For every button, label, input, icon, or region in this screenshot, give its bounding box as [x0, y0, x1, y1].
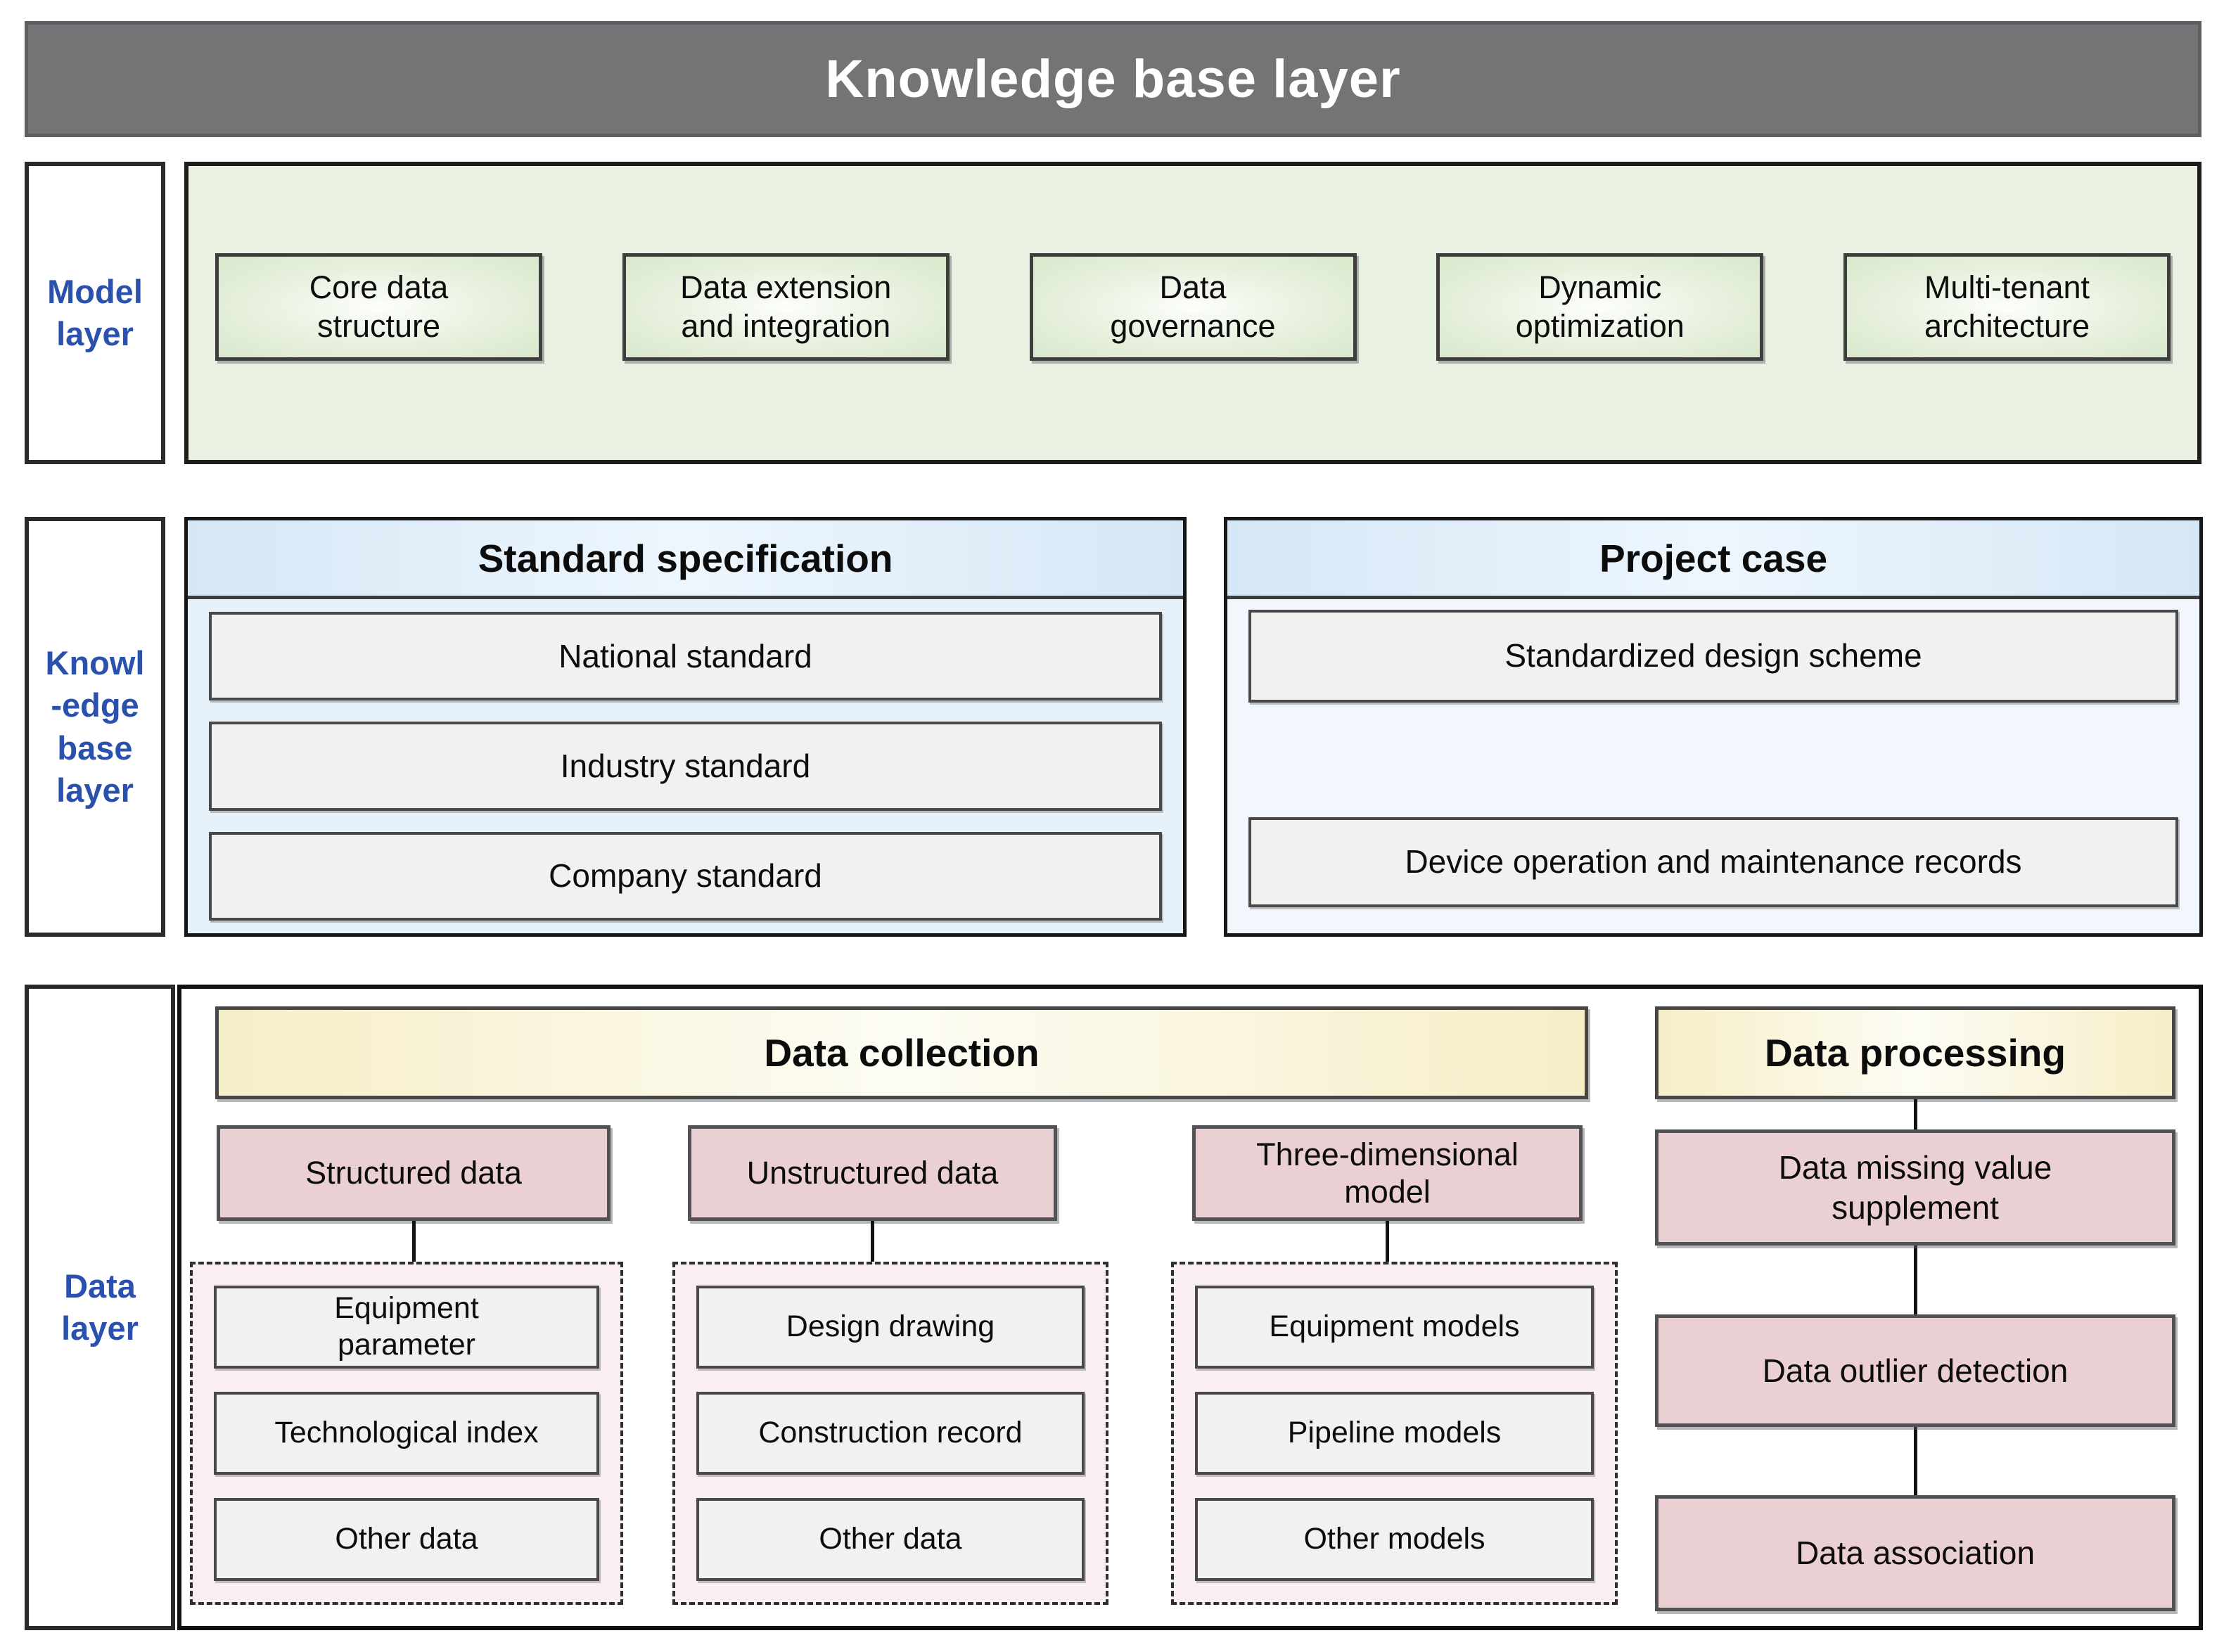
- diagram-title: Knowledge base layer: [825, 49, 1401, 109]
- model-box-label: Core data structure: [309, 269, 449, 344]
- category-label: Structured data: [305, 1155, 522, 1191]
- model-box-multi-tenant-architecture: Multi-tenant architecture: [1843, 253, 2171, 361]
- model-layer-panel: Core data structure Data extension and i…: [184, 162, 2201, 464]
- project-case-panel: Project case Standardized design scheme …: [1224, 517, 2203, 937]
- data-layer-label-line: Data: [64, 1267, 136, 1305]
- item-pipeline-models: Pipeline models: [1195, 1392, 1594, 1475]
- data-layer-label-box: Data layer: [25, 985, 175, 1630]
- step-label: Data association: [1795, 1535, 2036, 1572]
- knowledge-label-line: -edge: [51, 686, 139, 724]
- connector-data-processing-2: [1914, 1246, 1917, 1314]
- standard-specification-panel: Standard specification National standard…: [184, 517, 1187, 937]
- item-national-standard: National standard: [209, 612, 1162, 701]
- item-other-data: Other data: [696, 1498, 1085, 1581]
- model-box-data-extension-integration: Data extension and integration: [622, 253, 950, 361]
- item-label: Industry standard: [560, 747, 811, 784]
- model-box-core-data-structure: Core data structure: [215, 253, 542, 361]
- standard-specification-body: National standard Industry standard Comp…: [188, 599, 1183, 933]
- knowledge-label-line: Knowl: [45, 644, 145, 682]
- model-layer-label-box: Model layer: [25, 162, 165, 464]
- item-company-standard: Company standard: [209, 831, 1162, 921]
- item-construction-record: Construction record: [696, 1392, 1085, 1475]
- knowledge-base-layer-label-box: Knowl -edge base layer: [25, 517, 165, 937]
- connector-structured-data: [412, 1221, 416, 1262]
- item-equipment-parameter: Equipment parameter: [214, 1286, 599, 1369]
- item-technological-index: Technological index: [214, 1392, 599, 1475]
- data-processing-header: Data processing: [1655, 1006, 2175, 1099]
- item-label: Design drawing: [786, 1310, 995, 1344]
- category-structured-data: Structured data: [217, 1125, 611, 1221]
- panel-title: Project case: [1599, 536, 1828, 580]
- project-case-header: Project case: [1227, 520, 2199, 599]
- data-layer-panel: Data collection Data processing Structur…: [177, 985, 2203, 1630]
- model-box-label: Data extension and integration: [680, 269, 892, 344]
- category-label: Three-dimensional model: [1256, 1136, 1519, 1210]
- item-label: Equipment parameter: [334, 1291, 479, 1362]
- item-label: National standard: [558, 637, 812, 674]
- item-label: Technological index: [274, 1416, 539, 1450]
- standard-specification-header: Standard specification: [188, 520, 1183, 599]
- category-three-dimensional-model: Three-dimensional model: [1192, 1125, 1583, 1221]
- item-device-operation-maintenance-records: Device operation and maintenance records: [1248, 817, 2178, 907]
- item-label: Construction record: [758, 1416, 1023, 1450]
- step-label: Data outlier detection: [1762, 1352, 2069, 1389]
- structured-data-group: Equipment parameter Technological index …: [190, 1262, 623, 1605]
- step-data-association: Data association: [1655, 1495, 2175, 1611]
- data-layer-label-line: layer: [61, 1310, 139, 1347]
- knowledge-label-line: base: [57, 729, 133, 767]
- category-unstructured-data: Unstructured data: [688, 1125, 1057, 1221]
- section-title: Data collection: [764, 1031, 1040, 1075]
- model-box-label: Dynamic optimization: [1515, 269, 1685, 344]
- project-case-body: Standardized design scheme Device operat…: [1227, 599, 2199, 933]
- data-collection-header: Data collection: [215, 1006, 1588, 1099]
- step-data-outlier-detection: Data outlier detection: [1655, 1314, 2175, 1427]
- model-box-label: Data governance: [1110, 269, 1276, 344]
- item-label: Standardized design scheme: [1504, 637, 1922, 674]
- knowledge-base-layer-title-bar: Knowledge base layer: [25, 21, 2201, 137]
- item-other-data: Other data: [214, 1498, 599, 1581]
- step-label: Data missing value supplement: [1778, 1149, 2052, 1226]
- connector-data-processing-1: [1914, 1099, 1917, 1129]
- item-label: Device operation and maintenance records: [1405, 843, 2022, 881]
- panel-title: Standard specification: [478, 536, 893, 580]
- item-other-models: Other models: [1195, 1498, 1594, 1581]
- model-layer-label-line: layer: [56, 315, 134, 352]
- step-data-missing-value-supplement: Data missing value supplement: [1655, 1129, 2175, 1246]
- item-design-drawing: Design drawing: [696, 1286, 1085, 1369]
- model-box-label: Multi-tenant architecture: [1924, 269, 2090, 344]
- model-box-data-governance: Data governance: [1029, 253, 1357, 361]
- section-title: Data processing: [1765, 1031, 2066, 1075]
- item-label: Pipeline models: [1287, 1416, 1502, 1450]
- item-label: Other models: [1303, 1522, 1485, 1556]
- item-label: Other data: [335, 1522, 478, 1556]
- item-equipment-models: Equipment models: [1195, 1286, 1594, 1369]
- connector-three-dimensional-model: [1386, 1221, 1389, 1262]
- category-label: Unstructured data: [746, 1155, 999, 1191]
- item-label: Equipment models: [1269, 1310, 1520, 1344]
- item-label: Other data: [819, 1522, 962, 1556]
- connector-unstructured-data: [871, 1221, 874, 1262]
- item-standardized-design-scheme: Standardized design scheme: [1248, 610, 2178, 703]
- item-label: Company standard: [549, 857, 822, 895]
- unstructured-data-group: Design drawing Construction record Other…: [672, 1262, 1108, 1605]
- connector-data-processing-3: [1914, 1427, 1917, 1495]
- knowledge-label-line: layer: [56, 771, 134, 809]
- three-dimensional-model-group: Equipment models Pipeline models Other m…: [1171, 1262, 1618, 1605]
- item-industry-standard: Industry standard: [209, 722, 1162, 811]
- model-layer-label-line: Model: [47, 272, 143, 310]
- model-box-dynamic-optimization: Dynamic optimization: [1436, 253, 1764, 361]
